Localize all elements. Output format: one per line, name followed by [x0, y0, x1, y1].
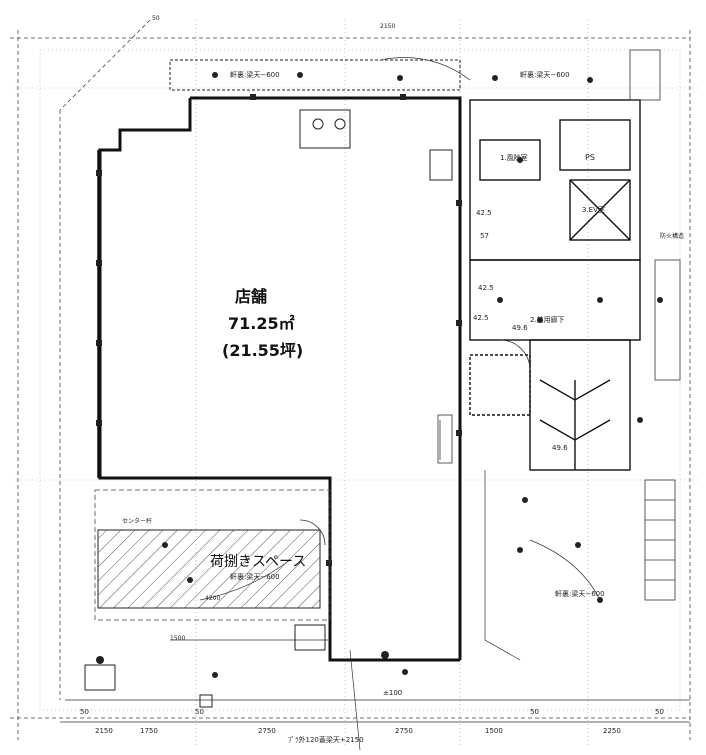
level-mark: 49.6	[552, 444, 568, 452]
top-bay	[169, 59, 461, 181]
store-area: 71.25㎡	[228, 314, 295, 333]
top-right-ceiling-note: 軒裏:梁天−600	[520, 70, 570, 79]
bottom-note: ﾌﾟﾗ外120蓋梁天+2150	[288, 735, 364, 744]
bottom-equipment	[84, 624, 326, 708]
reference-grid	[12, 20, 700, 745]
top-ceiling-note: 軒裏:梁天−600	[230, 70, 280, 79]
level-mark: 42.5	[473, 314, 489, 322]
fixtures	[96, 72, 663, 678]
bottom-dim: 50	[530, 708, 539, 716]
store-tsubo: (21.55坪)	[222, 341, 304, 360]
store-name: 店舗	[235, 287, 268, 306]
bottom-dim: 1750	[140, 727, 158, 735]
bottom-dim: 2750	[395, 727, 413, 735]
store-room	[100, 130, 460, 478]
site-boundary	[10, 19, 691, 740]
bottom-dim: 50	[80, 708, 89, 716]
level-mark: 49.6	[512, 324, 528, 332]
bottom-dim: 50	[655, 708, 664, 716]
bottom-dim: 50	[195, 708, 204, 716]
wall-columns	[96, 94, 462, 566]
ev-room-label: 3.EV室	[582, 205, 605, 214]
wiring-runs	[65, 57, 690, 751]
corridor-label: 2.共用廊下	[530, 315, 565, 324]
level-mark: 42.5	[478, 284, 494, 292]
level-mark: 57	[480, 232, 489, 240]
core-block	[469, 99, 641, 471]
bottom-right-ceiling-note: 軒裏:梁天−600	[555, 589, 605, 598]
bottom-dim: 2250	[603, 727, 621, 735]
fire-door-label: 防火構造	[660, 232, 684, 240]
dim-1500: 1500	[170, 635, 185, 642]
top-dim: 50	[152, 15, 160, 22]
loading-space-outline	[94, 489, 331, 621]
equipment-column	[629, 49, 681, 601]
loading-space-label: 荷捌きスペース	[210, 554, 306, 570]
dim-4200: 4200	[205, 595, 220, 602]
level-mark: 42.5	[476, 209, 492, 217]
shaft-label: 1.風除室	[500, 153, 528, 162]
loading-space-ceiling: 軒裏:梁天−600	[230, 572, 280, 581]
bottom-dim: 1500	[485, 727, 503, 735]
bottom-dim: 2150	[95, 727, 113, 735]
gl-label: ±100	[383, 689, 402, 697]
loading-space-hatch	[97, 529, 321, 609]
center-note: センター杆	[122, 517, 152, 525]
bottom-dim: 2750	[258, 727, 276, 735]
ps-label: PS	[585, 153, 595, 162]
top-dim: 2150	[380, 23, 395, 30]
door-swings	[299, 339, 531, 546]
